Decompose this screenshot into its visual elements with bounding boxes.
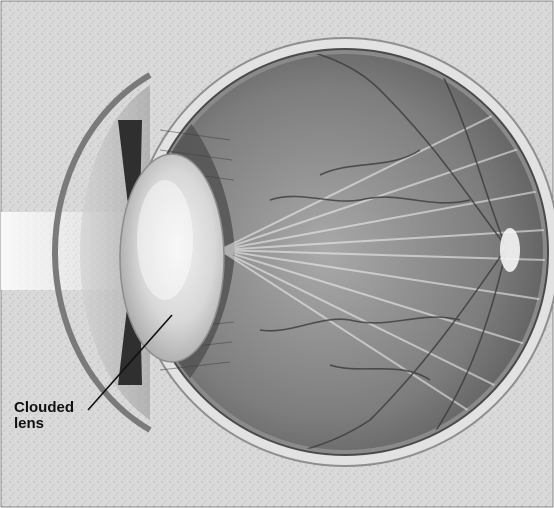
optic-disc bbox=[500, 228, 520, 272]
lens-cloudiness bbox=[137, 180, 193, 300]
label-line-1: Clouded bbox=[14, 400, 74, 416]
label-line-2: lens bbox=[14, 416, 74, 432]
clouded-lens-label: Clouded lens bbox=[14, 400, 74, 432]
